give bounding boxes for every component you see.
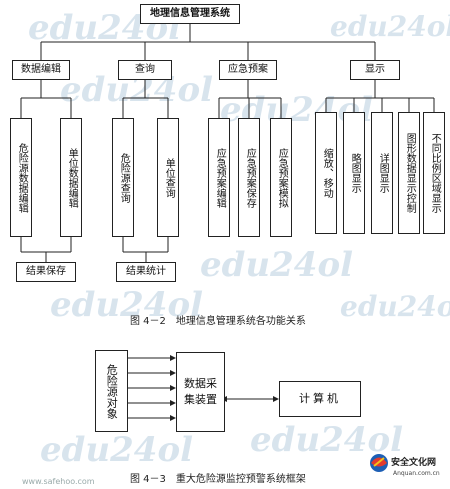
leaf-node-label: 危险源数据编辑 [16, 142, 28, 213]
root-node: 地理信息管理系统 [140, 4, 240, 24]
leaf-node-graphic-control: 图形数据显示控制 [398, 112, 420, 234]
logo-title: 安全文化网 [391, 458, 437, 468]
leaf-node-zoom-pan: 缩放、移动 [315, 112, 337, 234]
figure-caption-4-3: 图 4－3 重大危险源监控预警系统框架 [130, 474, 306, 485]
leaf-node-label: 危险源查询 [118, 152, 130, 203]
data-collector-box: 数据采集装置 [176, 352, 225, 432]
leaf-node-hazard-data-edit: 危险源数据编辑 [10, 118, 32, 237]
leaf-node-label: 单位查询 [163, 157, 175, 198]
group-node-label: 查询 [135, 64, 155, 76]
leaf-node-unit-query: 单位查询 [157, 118, 179, 237]
leaf-node-plan-simulate: 应急预案模拟 [270, 118, 292, 237]
leaf-node-label: 应急预案模拟 [276, 147, 288, 208]
group-node-label: 数据编辑 [21, 64, 61, 76]
group-node-label: 显示 [365, 64, 385, 76]
leaf-node-hazard-query: 危险源查询 [112, 118, 134, 237]
group-node-display: 显示 [350, 60, 400, 80]
leaf-node-label: 应急预案保存 [244, 147, 256, 208]
leaf-node-label: 不同比例区域显示 [429, 133, 441, 213]
group-node-label: 应急预案 [228, 64, 268, 76]
leaf-node-label: 单位数据编辑 [66, 147, 78, 208]
leaf-node-unit-data-edit: 单位数据编辑 [60, 118, 82, 237]
leaf-node-label: 缩放、移动 [321, 148, 333, 198]
hazard-source-label: 危险源对象 [105, 363, 119, 419]
leaf-node-label: 详图显示 [377, 153, 389, 193]
leaf-node-plan-edit: 应急预案编辑 [208, 118, 230, 237]
hazard-source-box: 危险源对象 [95, 350, 128, 432]
logo-url: Anquan.com.cn [393, 470, 440, 477]
group-node-emergency-plan: 应急预案 [219, 60, 277, 80]
leaf-node-label: 略图显示 [349, 153, 361, 193]
leaf-node-label: 图形数据显示控制 [404, 133, 416, 213]
root-node-label: 地理信息管理系统 [150, 8, 230, 20]
leaf-node-detail-display: 详图显示 [371, 112, 393, 234]
computer-box: 计算机 [279, 381, 361, 417]
data-collector-label: 数据采集装置 [184, 376, 217, 407]
leaf-node-label: 应急预案编辑 [214, 147, 226, 208]
result-stats-box: 结果统计 [116, 262, 176, 282]
watermark-site-url: www.safehoo.com [22, 477, 95, 486]
result-save-label: 结果保存 [26, 266, 66, 278]
computer-label: 计算机 [299, 391, 341, 405]
group-node-data-edit: 数据编辑 [12, 60, 70, 80]
group-node-query: 查询 [118, 60, 172, 80]
leaf-node-overview-display: 略图显示 [343, 112, 365, 234]
result-save-box: 结果保存 [16, 262, 76, 282]
result-stats-label: 结果统计 [126, 266, 166, 278]
figure-caption-4-2: 图 4－2 地理信息管理系统各功能关系 [130, 316, 306, 327]
leaf-node-plan-save: 应急预案保存 [238, 118, 260, 237]
leaf-node-scale-region-display: 不同比例区域显示 [423, 112, 445, 234]
